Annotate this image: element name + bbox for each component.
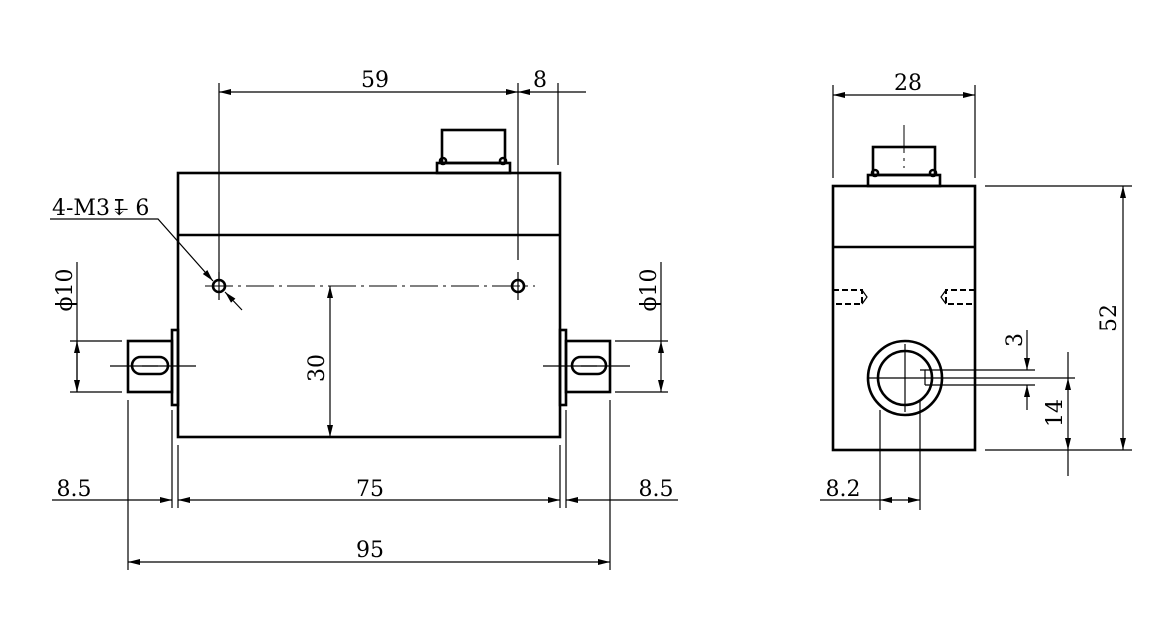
- dim-8-2: 8.2: [826, 477, 861, 502]
- dim-8: 8: [533, 68, 547, 93]
- dim-52: 52: [1097, 304, 1122, 332]
- dim-8-5-right: 8.5: [639, 477, 674, 502]
- dim-8-5-left: 8.5: [57, 477, 92, 502]
- dim-3: 3: [1003, 333, 1028, 347]
- dim-28: 28: [894, 71, 922, 96]
- dim-75: 75: [356, 477, 384, 502]
- side-view: 28 52 3 14 8.2: [820, 71, 1132, 510]
- thread-note: 4-M3↧̶ 6: [52, 196, 149, 221]
- dim-59: 59: [361, 68, 389, 93]
- side-connector: [866, 125, 942, 188]
- hidden-holes: [833, 289, 975, 305]
- left-shaft: [110, 328, 196, 407]
- dim-95: 95: [356, 538, 384, 563]
- dim-phi10-right: ϕ10: [637, 269, 662, 312]
- front-view: 59 8 4-M3↧̶ 6 ϕ10 ϕ10 30 8.5 75 8.5 95: [50, 68, 678, 570]
- body-outline: [176, 171, 562, 439]
- dim-14: 14: [1043, 399, 1068, 427]
- right-shaft: [543, 328, 630, 407]
- connector: [435, 128, 512, 175]
- dim-phi10-left: ϕ10: [53, 269, 78, 312]
- side-body-outline: [831, 184, 977, 452]
- dim-30: 30: [305, 354, 330, 382]
